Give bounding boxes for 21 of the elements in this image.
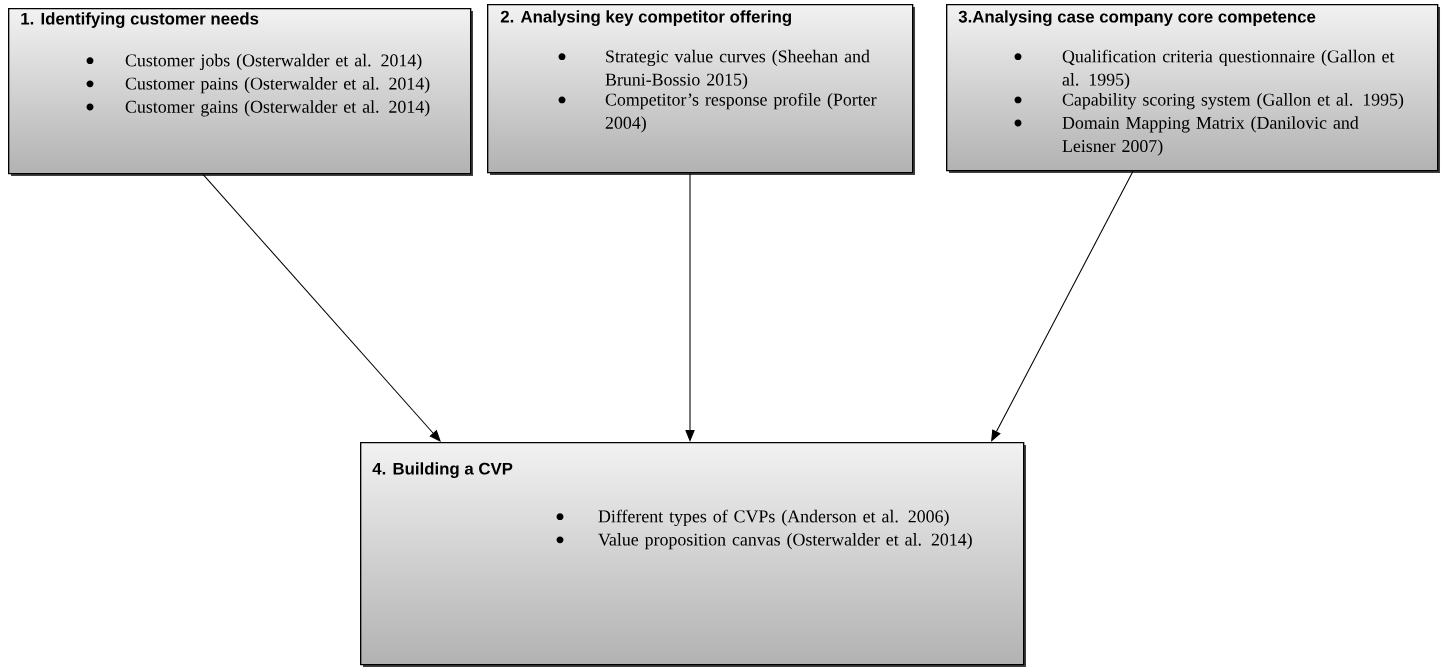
process-box	[946, 4, 1440, 173]
box-heading: 4. Building a CVP	[372, 462, 513, 478]
arrow	[991, 170, 1134, 442]
bullet-item: Value proposition canvas (Osterwalder et al. 2014)	[556, 533, 972, 550]
arrow	[685, 172, 695, 442]
bullet-item: Customer jobs (Osterwalder et al. 2014)	[86, 53, 422, 71]
bullet-item: Customer gains (Osterwalder et al. 2014)	[86, 100, 430, 117]
process-box	[487, 4, 915, 175]
box-heading: 2. Analysing key competitor offering	[500, 10, 791, 26]
bullet-item: Capability scoring system (Gallon et al. 1995)	[1014, 93, 1404, 110]
bullet-item: Competitor’s response profile (Porter 2004)	[558, 92, 877, 133]
bullet-item: Customer pains (Osterwalder et al. 2014)	[86, 77, 430, 94]
box-heading: 3.Analysing case company core competence	[958, 10, 1316, 26]
bullet-item: Strategic value curves (Sheehan and Bruni-Bossio 2015)	[558, 49, 870, 90]
process-box	[360, 442, 1026, 667]
arrow	[202, 173, 441, 442]
bullet-item: Domain Mapping Matrix (Danilovic and Leisner 2007)	[1014, 116, 1359, 156]
process-box	[8, 8, 473, 176]
box-heading: 1. Identifying customer needs	[21, 12, 259, 28]
bullet-item: Qualification criteria questionnaire (Gallon et al. 1995)	[1014, 49, 1395, 90]
bullet-item: Different types of CVPs (Anderson et al. 2006)	[556, 509, 949, 527]
